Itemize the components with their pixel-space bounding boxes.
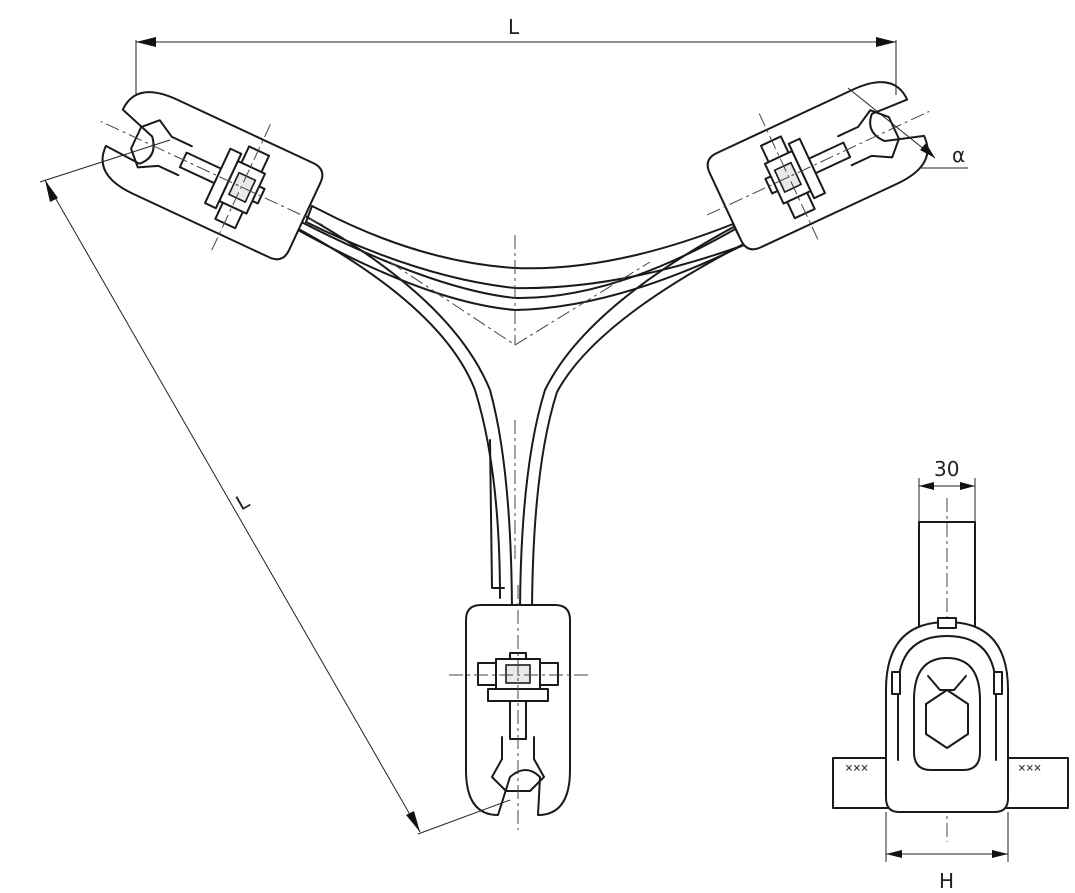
label-span-diag: L <box>232 488 254 515</box>
cable-hatch-right: ××× <box>1018 761 1041 776</box>
side-view: ××× ××× 30 H <box>832 457 1069 893</box>
clamp-left <box>70 56 354 290</box>
clamp-bottom <box>447 584 589 831</box>
dimension-top-span: L <box>135 15 897 95</box>
clamp-right <box>676 46 960 280</box>
label-span-top: L <box>508 15 520 39</box>
label-angle: α <box>952 143 965 167</box>
dimension-angle: α <box>847 87 968 169</box>
label-height-h: H <box>939 869 954 893</box>
cable-hatch-left: ××× <box>845 761 868 776</box>
label-width-30: 30 <box>934 457 959 481</box>
